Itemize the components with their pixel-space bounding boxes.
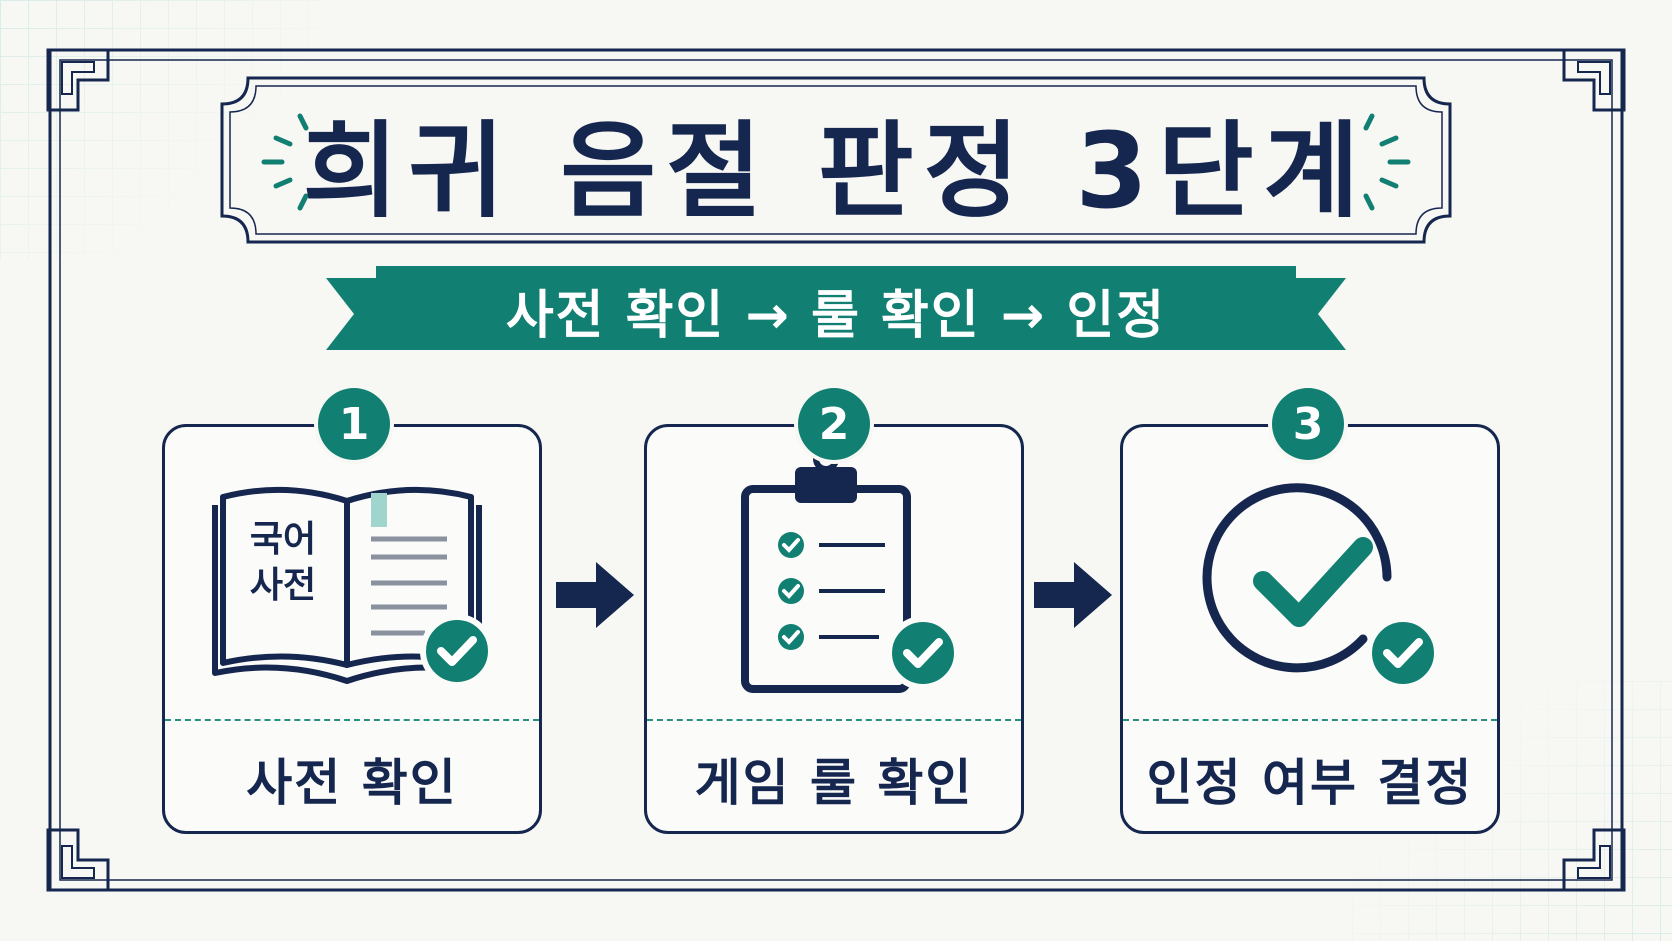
background-grid <box>0 0 320 260</box>
arrow-right-icon <box>556 562 634 628</box>
check-badge-icon <box>1366 616 1440 690</box>
book-icon: 국어 사전 <box>212 486 494 688</box>
card-divider <box>647 719 1021 721</box>
step-card-2: 게임 룰 확인 <box>644 424 1024 834</box>
card-divider <box>1123 719 1497 721</box>
circle-check-icon <box>1202 483 1440 690</box>
step-number-badge: 3 <box>1272 388 1344 460</box>
step-label: 사전 확인 <box>246 754 458 812</box>
sparkle-icon <box>261 113 1411 211</box>
check-badge-icon <box>420 614 494 688</box>
step-card-1: 국어 사전 사전 확인 <box>162 424 542 834</box>
checklist-item <box>778 578 885 604</box>
card-divider <box>165 719 539 721</box>
page-title: 희귀 음절 판정 3단계 <box>302 109 1370 232</box>
step-number-badge: 2 <box>798 388 870 460</box>
step-label: 인정 여부 결정 <box>1146 754 1474 812</box>
clipboard-checklist-icon <box>741 446 960 693</box>
book-cover-text: 사전 <box>250 565 316 606</box>
checklist-item <box>778 532 885 558</box>
arrow-right-icon <box>1034 562 1112 628</box>
step-card-3: 인정 여부 결정 <box>1120 424 1500 834</box>
step-label: 게임 룰 확인 <box>694 754 974 812</box>
process-summary: 사전 확인 → 룰 확인 → 인정 <box>505 285 1167 346</box>
step-number-badge: 1 <box>318 388 390 460</box>
checklist-item <box>778 624 879 650</box>
check-badge-icon <box>886 616 960 690</box>
book-cover-text: 국어 <box>250 519 316 560</box>
